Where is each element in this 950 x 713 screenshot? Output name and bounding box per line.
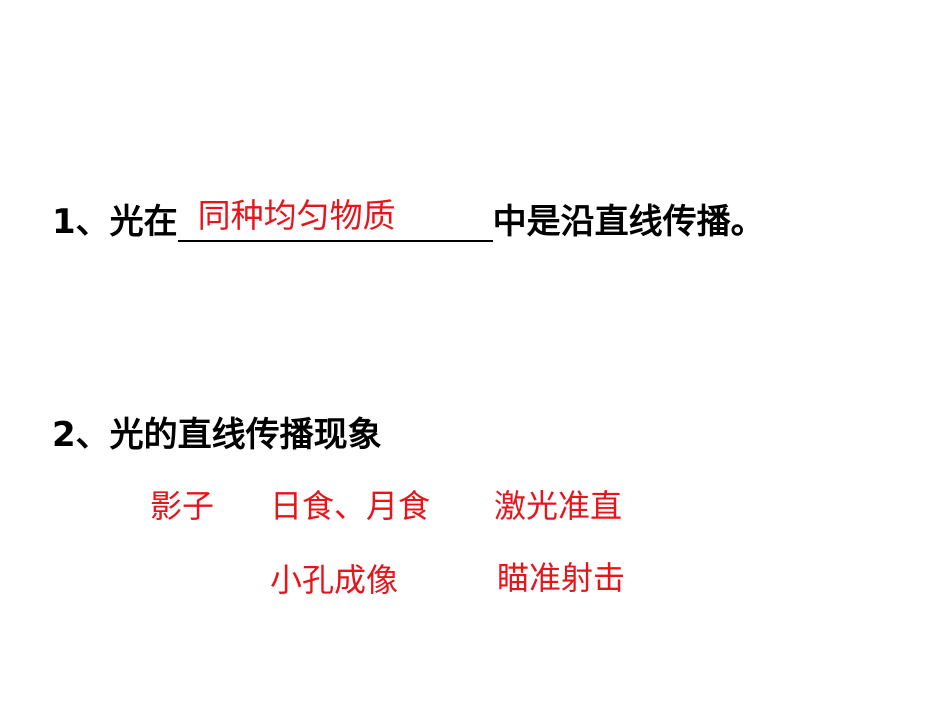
question-1-blank: 同种均匀物质 [177,196,493,242]
question-2-title: 2、光的直线传播现象 [52,415,382,455]
example-item: 日食、月食 [270,487,431,525]
question-1-answer: 同种均匀物质 [197,196,396,235]
example-item: 瞄准射击 [497,559,626,597]
example-item: 影子 [150,487,215,525]
question-1-prefix: 1、光在 [52,202,178,242]
question-1-suffix: 中是沿直线传播。 [492,202,765,242]
example-item: 小孔成像 [270,561,399,599]
example-item: 激光准直 [494,487,623,525]
question-1: 1、光在同种均匀物质 中是沿直线传播。 [52,196,765,242]
